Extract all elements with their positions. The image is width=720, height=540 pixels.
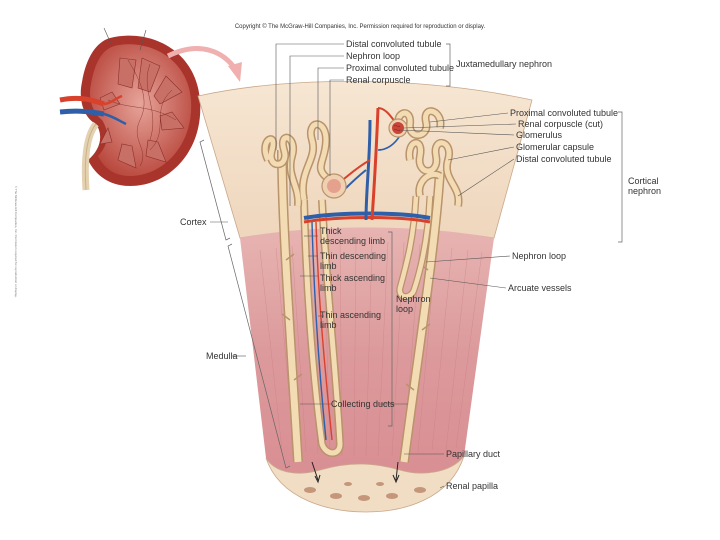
kidney-inset <box>59 27 201 191</box>
label-thin-descending-line1: Thin descending <box>320 251 387 261</box>
label-glomerular-capsule: Glomerular capsule <box>516 142 595 152</box>
label-thick-descending-line2: descending limb <box>320 236 386 246</box>
label-papillary-duct: Papillary duct <box>446 449 501 459</box>
label-medulla: Medulla <box>206 351 238 361</box>
label-collecting-ducts: Collecting ducts <box>331 399 395 409</box>
label-nephron-loop-mid-line1: Nephron <box>396 294 431 304</box>
juxtamedullary-corpuscle <box>321 173 347 199</box>
label-thin-descending-line2: limb <box>320 261 337 271</box>
label-glomerulus: Glomerulus <box>516 130 563 140</box>
label-thick-ascending-line2: limb <box>320 283 337 293</box>
label-nephron-loop-mid-line2: loop <box>396 304 414 314</box>
label-nephron-loop-right: Nephron loop <box>512 251 567 261</box>
collecting-ducts <box>277 149 445 484</box>
copyright-notice: Copyright © The McGraw-Hill Companies, I… <box>234 24 486 30</box>
blood-vessels <box>303 107 431 224</box>
label-cortical-nephron-line2: nephron <box>628 186 662 196</box>
label-nephron-loop: Nephron loop <box>346 51 401 61</box>
renal-wedge <box>197 80 533 513</box>
label-cortical-nephron-line1: Cortical <box>628 176 659 186</box>
label-distal-convoluted-tubule: Distal convoluted tubule <box>346 39 442 49</box>
label-renal-papilla: Renal papilla <box>446 481 499 491</box>
label-thick-ascending-line1: Thick ascending <box>320 273 386 283</box>
label-thin-ascending-line2: limb <box>320 320 337 330</box>
label-arcuate-vessels: Arcuate vessels <box>508 283 572 293</box>
label-renal-corpuscle-cut: Renal corpuscle (cut) <box>518 119 604 129</box>
label-thick-descending-line1: Thick <box>320 226 342 236</box>
label-proximal-convoluted-tubule: Proximal convoluted tubule <box>346 63 455 73</box>
label-proximal-convoluted-tubule-cortical: Proximal convoluted tubule <box>510 108 619 118</box>
cortical-corpuscle-cut <box>388 118 408 138</box>
leader-lines <box>210 43 517 489</box>
label-cortex: Cortex <box>180 217 207 227</box>
cortical-loop <box>396 195 434 300</box>
convoluted-tubules <box>261 107 463 207</box>
label-juxtamedullary-nephron: Juxtamedullary nephron <box>456 59 553 69</box>
label-thin-ascending-line1: Thin ascending <box>320 310 382 320</box>
label-renal-corpuscle: Renal corpuscle <box>346 75 411 85</box>
zoom-arrow <box>166 46 239 72</box>
region-brackets <box>199 43 623 469</box>
label-distal-convoluted-tubule-cortical: Distal convoluted tubule <box>516 154 612 164</box>
juxtamedullary-loop <box>300 199 345 457</box>
